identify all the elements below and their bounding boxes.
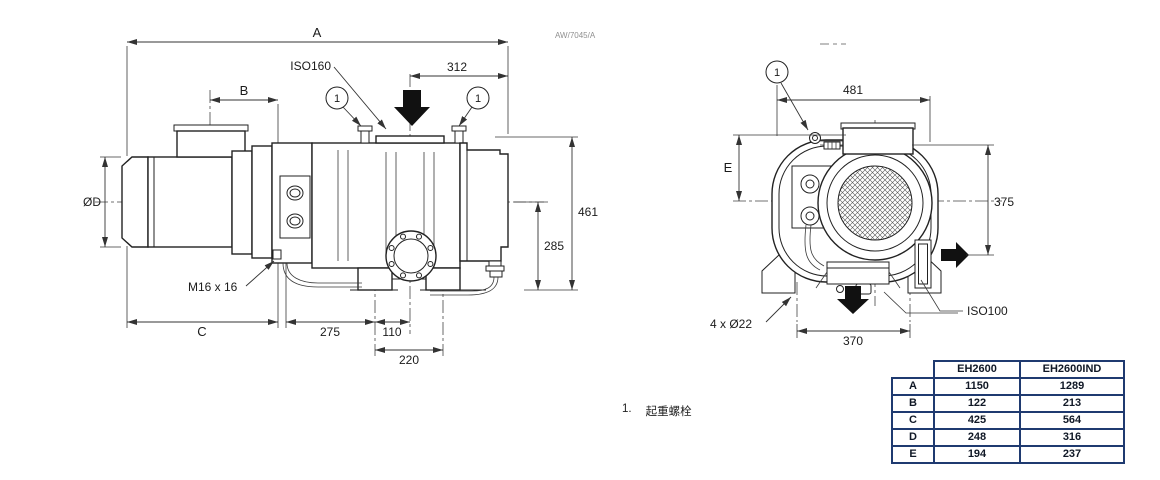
dim-label-C: C	[197, 324, 206, 339]
callout-1: 1	[765, 60, 809, 131]
bolt-holes-label: 4 x Ø22	[710, 317, 752, 331]
footnote-text: 起重螺栓	[645, 406, 692, 418]
inlet-flow-arrow	[394, 90, 430, 126]
dim-label-370: 370	[843, 334, 863, 348]
side-view: 1 1 A 312 B ØD C 275 110 220 461 285 ISO…	[83, 25, 598, 367]
table-cell: 1289	[1019, 377, 1125, 396]
dim-label-110: 110	[382, 325, 401, 339]
dim-label-461: 461	[578, 205, 598, 219]
callout-number: 1	[475, 93, 481, 105]
end-cover	[459, 142, 509, 278]
inlet-flange-label: ISO160	[290, 59, 331, 73]
fan-cowl	[840, 122, 916, 155]
dimension-lines	[736, 97, 991, 334]
dim-label-285: 285	[544, 239, 564, 253]
pump-body	[311, 125, 486, 291]
exhaust-flange-label: ISO100	[967, 304, 1008, 318]
dimension-lines	[102, 39, 575, 353]
callout-1-left: 1	[325, 86, 362, 127]
dim-label-481: 481	[843, 83, 863, 97]
bolt-holes-leader	[765, 296, 792, 323]
terminal-box-lid	[173, 124, 249, 132]
table-cell: 425	[933, 411, 1021, 430]
dim-label-275: 275	[320, 325, 340, 339]
table-row: C 425 564	[891, 411, 1125, 430]
m16-leader	[245, 260, 275, 287]
footnote-index: 1.	[622, 403, 632, 415]
dim-label-diaD: ØD	[83, 195, 101, 209]
table-cell: 213	[1019, 394, 1125, 413]
iso160-leader	[333, 66, 387, 130]
lifting-bolt-left	[357, 125, 373, 144]
table-cell-blank	[892, 361, 934, 378]
dim-label-E: E	[724, 160, 733, 175]
m16-bolt	[272, 249, 282, 260]
dim-label-375: 375	[994, 195, 1014, 209]
table-header-row: EH2600 EH2600IND	[892, 360, 1125, 379]
table-row: E 194 237	[891, 445, 1125, 464]
footnote: 1. 起重螺栓	[622, 403, 692, 419]
iso100-leaders	[883, 279, 963, 314]
bolt-size-label: M16 x 16	[188, 280, 238, 294]
callout-1-right: 1	[458, 86, 490, 127]
table-cell: 194	[933, 445, 1021, 464]
dim-label-A: A	[313, 25, 322, 40]
table-cell: 316	[1019, 428, 1125, 447]
exhaust-flange-side	[914, 239, 932, 289]
callout-number: 1	[774, 67, 780, 79]
fan-grille	[837, 165, 913, 241]
table-header-eh2600ind: EH2600IND	[1019, 360, 1125, 379]
table-cell: 564	[1019, 411, 1125, 430]
row-label: E	[891, 445, 935, 464]
lifting-bolt-right	[451, 125, 467, 144]
dim-label-B: B	[240, 83, 249, 98]
table-cell: 122	[933, 394, 1021, 413]
row-label: A	[891, 377, 935, 396]
motor	[121, 124, 273, 259]
table-row: A 1150 1289	[891, 377, 1125, 396]
gearbox	[271, 142, 313, 264]
table-cell: 1150	[933, 377, 1021, 396]
callout-number: 1	[334, 93, 340, 105]
dimension-table: EH2600 EH2600IND A 1150 1289 B 122 213 C…	[891, 360, 1125, 464]
extension-lines	[733, 85, 994, 338]
table-header-eh2600: EH2600	[933, 360, 1021, 379]
row-label: B	[891, 394, 935, 413]
row-label: D	[891, 428, 935, 447]
drawing-reference: AW/7045/A	[555, 31, 596, 40]
end-view: 1 481 E 375 370 4 x Ø22 ISO100	[710, 60, 1014, 348]
table-cell: 248	[933, 428, 1021, 447]
exhaust-arrow-right	[941, 242, 969, 268]
dim-label-312: 312	[447, 60, 467, 74]
front-flange	[385, 230, 437, 282]
exhaust-arrow-down	[837, 286, 869, 314]
table-row: D 248 316	[891, 428, 1125, 447]
table-row: B 122 213	[891, 394, 1125, 413]
dim-label-220: 220	[399, 353, 419, 367]
inlet-flange-iso160	[375, 135, 445, 144]
foot-left	[357, 267, 393, 291]
row-label: C	[891, 411, 935, 430]
table-cell: 237	[1019, 445, 1125, 464]
pipework	[282, 262, 499, 296]
